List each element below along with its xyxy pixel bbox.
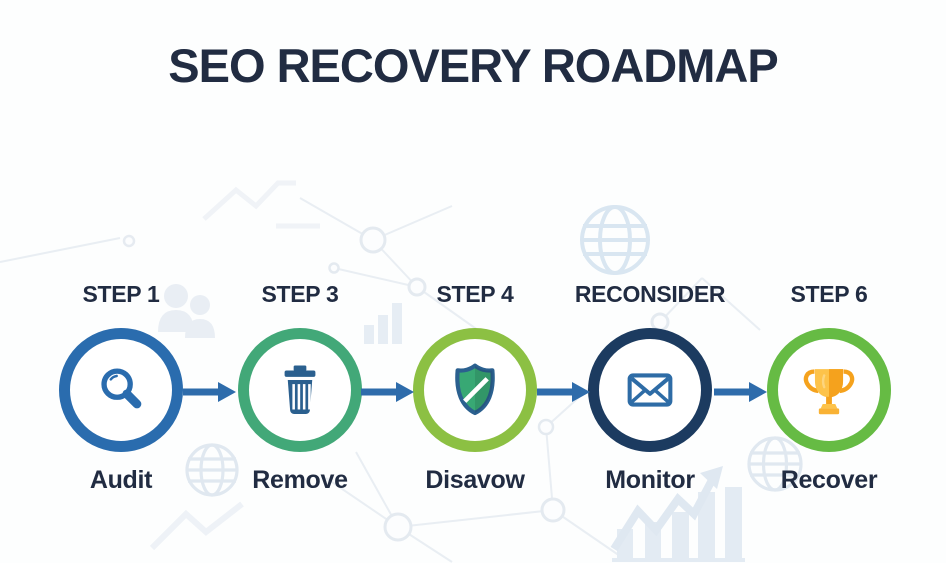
step-name: Recover — [780, 466, 878, 494]
step-circle-disavow — [413, 328, 537, 452]
step-name: Disavow — [425, 466, 525, 494]
arrow-icon — [361, 382, 414, 402]
step-circle-recover — [767, 328, 891, 452]
step-label: STEP 4 — [436, 281, 514, 307]
step-label: STEP 1 — [82, 281, 160, 307]
step-circle-monitor — [588, 328, 712, 452]
step-name: Audit — [89, 466, 153, 494]
shield-icon — [455, 363, 495, 416]
step-name: Monitor — [605, 466, 695, 494]
step-label: STEP 6 — [790, 281, 868, 307]
arrow-icon — [183, 382, 236, 402]
step-circle-remove — [238, 328, 362, 452]
step-circle-audit — [59, 328, 183, 452]
arrow-icon — [537, 382, 590, 402]
step-label: RECONSIDER — [574, 281, 726, 307]
step-label: STEP 3 — [261, 281, 339, 307]
arrow-icon — [714, 382, 767, 402]
bar-chart-icon — [364, 303, 402, 344]
magnifier-icon — [101, 368, 142, 409]
envelope-icon — [627, 373, 673, 407]
line-chart-icon — [202, 180, 320, 229]
page-title: SEO RECOVERY ROADMAP — [168, 39, 778, 92]
trash-icon — [284, 365, 316, 415]
step-name: Remove — [252, 466, 348, 494]
trophy-icon — [803, 369, 855, 415]
line-chart-icon — [149, 501, 244, 551]
globe-icon — [580, 205, 650, 275]
